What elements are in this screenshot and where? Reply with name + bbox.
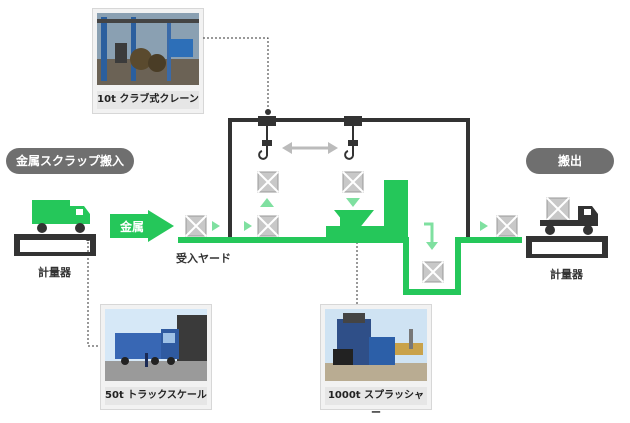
- shredder-hopper: [334, 210, 374, 230]
- crane-photo: [97, 13, 199, 85]
- crane-photo-card: 10t クラブ式クレーン: [92, 8, 204, 114]
- flow-chevron-2: [244, 221, 252, 231]
- trolley-left: [258, 116, 276, 126]
- scale-left-icon: [14, 234, 96, 256]
- shredder-photo-card: 1000t スプラッシャー: [320, 304, 432, 419]
- box-exit: [496, 215, 518, 237]
- shredder-photo: [325, 309, 427, 381]
- box-yard: [185, 215, 207, 237]
- truck-scale-connector: [87, 238, 100, 347]
- truck-scale-photo-card: 50t トラックスケール: [100, 304, 212, 410]
- shredder-caption: 1000t スプラッシャー: [325, 387, 427, 419]
- truck-scale-caption: 50t トラックスケール: [105, 387, 207, 405]
- metal-tag-arrow: [110, 210, 174, 242]
- scale-left-label: 計量器: [38, 266, 71, 279]
- trolley-right: [344, 116, 362, 126]
- scrap-in-label: 金属スクラップ搬入: [6, 148, 134, 174]
- drop-down-arrow: [346, 198, 360, 207]
- box-hanging-right: [342, 171, 364, 193]
- metal-tag-label: 金属: [119, 220, 144, 234]
- box-hanging-left: [257, 171, 279, 193]
- truck-left-icon: [32, 200, 90, 233]
- flow-chevron-3: [480, 221, 488, 231]
- hook-left-icon: [258, 146, 269, 160]
- truck-right-icon: [540, 197, 598, 235]
- carry-out-label: 搬出: [526, 148, 614, 174]
- scale-right-icon: [526, 236, 608, 258]
- lift-up-arrow: [260, 198, 274, 207]
- scale-right-label: 計量器: [550, 268, 583, 281]
- crane-caption: 10t クラブ式クレーン: [97, 91, 199, 109]
- process-line: [178, 237, 522, 295]
- crane-connector: [203, 37, 269, 112]
- pit-down-arrow: [424, 222, 434, 244]
- yard-label: 受入ヤード: [176, 252, 231, 265]
- box-pit: [422, 261, 444, 283]
- truck-scale-photo: [105, 309, 207, 381]
- box-crane-base: [257, 215, 279, 237]
- crane-connector-dot: [265, 109, 271, 115]
- flow-chevron-1: [212, 221, 220, 231]
- hook-right-icon: [344, 146, 355, 160]
